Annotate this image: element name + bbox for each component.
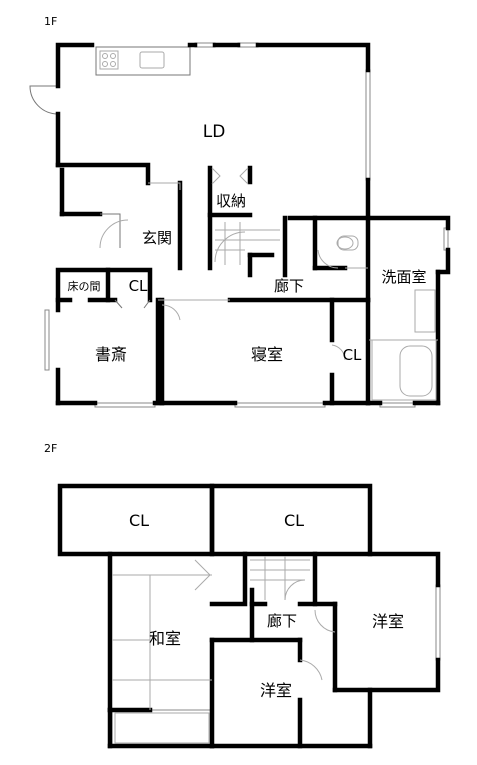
room-corridor-1f-label: 廊下 (274, 277, 304, 295)
floor-1f-room-labels: LD 収納 玄関 廊下 洗面室 床の間 CL 書斎 寝室 CL (68, 122, 427, 364)
floor-2f-details (112, 556, 336, 744)
room-tokonoma-label: 床の間 (68, 279, 101, 293)
floor-2f-room-labels: CL CL 和室 廊下 洋室 洋室 (129, 511, 404, 700)
room-western-bottom-label: 洋室 (260, 681, 292, 700)
floor-1f-label: 1F (44, 15, 57, 28)
room-closet-2f-right-label: CL (284, 511, 304, 530)
room-ld-label: LD (203, 122, 226, 142)
room-western-right-label: 洋室 (372, 612, 404, 631)
room-corridor-2f-label: 廊下 (267, 612, 297, 630)
kitchen-counter (95, 46, 191, 76)
floor-2f-label: 2F (44, 442, 57, 455)
room-closet-2f-left-label: CL (129, 511, 149, 530)
room-genkan-label: 玄関 (142, 229, 172, 247)
floor-2f-walls (57, 483, 441, 749)
room-closet-bedroom-label: CL (343, 346, 362, 364)
room-washitsu-label: 和室 (149, 629, 181, 648)
room-bedroom-label: 寝室 (251, 345, 283, 364)
room-closet-study-label: CL (129, 277, 148, 295)
floor-1f-walls (55, 42, 451, 406)
room-washroom-label: 洗面室 (381, 268, 426, 286)
floor-1f-details (99, 167, 438, 401)
room-storage-label: 収納 (216, 192, 246, 210)
door-swing-1f-entry (29, 85, 59, 115)
floor-2f-windows (111, 584, 441, 747)
room-study-label: 書斎 (95, 345, 127, 364)
